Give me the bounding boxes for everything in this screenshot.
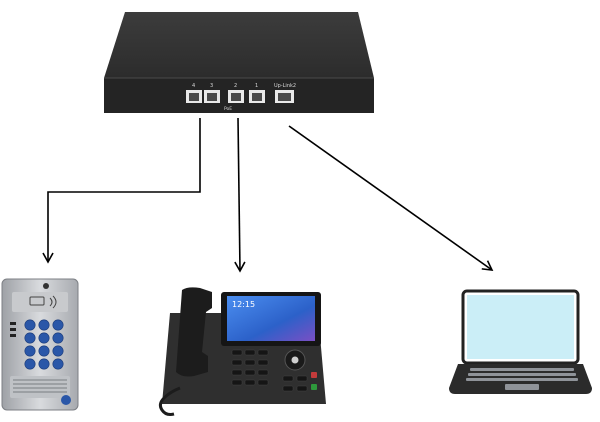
arrow-to-laptop [288, 125, 494, 271]
switch-top-face [104, 12, 374, 78]
phone-clock: 12:15 [232, 300, 255, 309]
arrow-to-phone [234, 117, 246, 273]
door-intercom-icon [1, 278, 79, 411]
intercom-badge-icon [61, 395, 71, 405]
laptop-icon [449, 289, 592, 394]
poe-label: PoE [224, 106, 232, 112]
network-switch-icon: 4 3 2 1 Up-Link2 PoE [104, 12, 374, 113]
phone-screen [227, 296, 315, 341]
port-label-1: 1 [255, 83, 258, 89]
port-label-uplink: Up-Link2 [274, 83, 296, 89]
ip-phone-icon: 12:15 [158, 287, 326, 416]
connection-arrows [42, 117, 494, 273]
port-label-3: 3 [210, 83, 213, 89]
switch-ports [186, 90, 294, 103]
port-label-4: 4 [192, 83, 195, 89]
port-label-2: 2 [234, 83, 237, 89]
laptop-screen [467, 295, 574, 359]
arrow-to-intercom [42, 118, 201, 264]
